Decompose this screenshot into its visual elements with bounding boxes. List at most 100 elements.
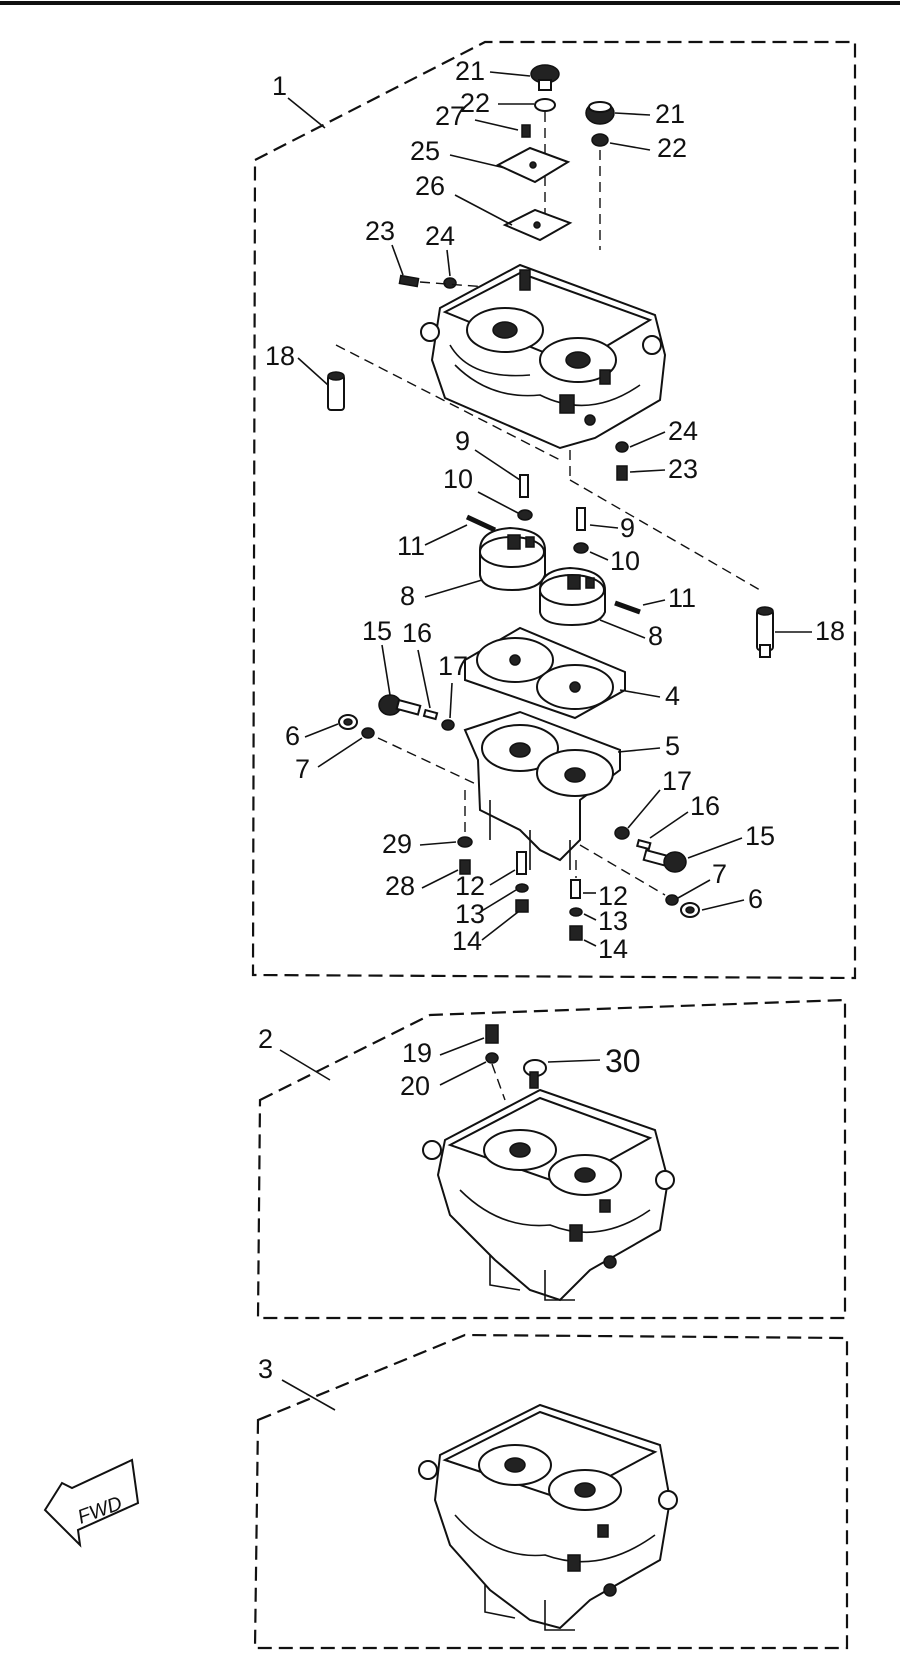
leader-16-left (417, 649, 431, 709)
part-label-8-right: 8 (648, 621, 663, 651)
assembly-group-1: 1 21 22 21 22 27 25 (251, 40, 857, 980)
part-label-20: 20 (400, 1071, 430, 1101)
jet-29 (457, 836, 473, 848)
plug-14-right (569, 925, 583, 941)
cover-screw-21-right (585, 101, 615, 125)
screw-23-upper (398, 274, 420, 288)
part-label-4: 4 (665, 681, 680, 711)
leader-14-left (481, 911, 519, 941)
axis-18-left (335, 344, 561, 461)
axis-19-20 (491, 1063, 506, 1101)
leader-13-left (479, 889, 517, 913)
needle-9-left (519, 474, 529, 498)
washer-24-lower (615, 441, 629, 453)
part-label-24-upper: 24 (425, 221, 455, 251)
leader-27 (474, 119, 519, 131)
part-label-7-right: 7 (712, 859, 727, 889)
part-label-28: 28 (385, 871, 415, 901)
seat-10-right (573, 542, 589, 554)
leader-1 (287, 97, 326, 129)
part-label-3: 3 (258, 1354, 273, 1384)
assembly-group-2: 2 19 20 30 (256, 998, 847, 1320)
washer-13-right (569, 907, 583, 917)
leader-6-right (701, 899, 745, 911)
leader-2 (279, 1049, 331, 1081)
jet-28 (459, 859, 471, 875)
leader-21-left (489, 71, 531, 77)
part-label-9-left: 9 (455, 426, 470, 456)
leader-30 (547, 1059, 601, 1063)
leader-8-right (599, 619, 646, 639)
screw-19 (485, 1024, 499, 1044)
part-label-18-left: 18 (265, 341, 295, 371)
part-label-16-left: 16 (402, 618, 432, 648)
leader-6-left (304, 723, 339, 738)
group-2-frame (256, 998, 847, 1320)
screw-30 (523, 1059, 547, 1089)
cover-screw-21-left (530, 64, 560, 91)
leader-8-left (424, 579, 483, 598)
part-label-18-right: 18 (815, 616, 845, 646)
group-1-frame (251, 40, 857, 980)
leader-13-right (583, 913, 597, 921)
part-label-24-lower: 24 (668, 416, 698, 446)
part-label-27: 27 (435, 101, 465, 131)
needle-9-right (576, 507, 586, 531)
part-label-7-left: 7 (295, 754, 310, 784)
part-label-12-right: 12 (598, 881, 628, 911)
part-label-15-left: 15 (362, 616, 392, 646)
part-label-17-left: 17 (438, 651, 468, 681)
washer-20 (485, 1052, 499, 1064)
leader-22-right (609, 142, 651, 151)
screw-6-left (338, 714, 358, 730)
assembly-group-3: 3 (253, 1333, 849, 1650)
leader-24-lower (629, 431, 666, 448)
part-label-6-right: 6 (748, 884, 763, 914)
part-label-16-right: 16 (690, 791, 720, 821)
float-8-left (479, 526, 546, 592)
leader-25 (449, 154, 506, 169)
part-label-22-left: 22 (460, 88, 490, 118)
part-label-13-right: 13 (598, 906, 628, 936)
washer-13-left (515, 883, 529, 893)
part-label-19: 19 (402, 1038, 432, 1068)
screw-23-lower (616, 465, 628, 481)
part-label-9-right: 9 (620, 513, 635, 543)
spring-16-right (635, 838, 652, 851)
plug-14-left (515, 899, 529, 913)
leader-10-left (477, 491, 519, 514)
leader-7-left (317, 737, 363, 768)
part-label-2: 2 (258, 1024, 273, 1054)
leader-23-lower (629, 469, 666, 473)
part-label-10-right: 10 (610, 546, 640, 576)
leader-4 (619, 689, 661, 698)
part-label-6-left: 6 (285, 721, 300, 751)
part-label-21-left: 21 (455, 56, 485, 86)
part-label-21-right: 21 (655, 99, 685, 129)
part-label-17-right: 17 (662, 766, 692, 796)
part-label-26: 26 (415, 171, 445, 201)
washer-22-left (534, 98, 556, 112)
carburetor-body-upper (420, 263, 667, 450)
jet-12-right (570, 879, 581, 899)
part-label-25: 25 (410, 136, 440, 166)
leader-10-right (589, 551, 609, 561)
pin-18-right (756, 606, 774, 658)
pin-18-left (327, 371, 345, 411)
axis-6-7-left (377, 737, 479, 786)
leader-28 (421, 869, 459, 889)
leader-15-left (381, 644, 391, 696)
leader-5 (617, 747, 661, 753)
part-label-11-right: 11 (668, 583, 696, 613)
fwd-arrow-shape (43, 1458, 140, 1548)
float-chamber-5 (463, 710, 621, 870)
part-label-11-left: 11 (397, 531, 425, 561)
gasket-4 (464, 626, 626, 720)
leader-9-left (474, 449, 521, 481)
part-label-1: 1 (272, 71, 287, 101)
axis-6-7-right (579, 844, 666, 896)
leader-29 (419, 841, 457, 846)
screw-6-right (680, 902, 700, 918)
o-ring-17-right (614, 826, 630, 840)
leader-12-left (489, 869, 516, 886)
